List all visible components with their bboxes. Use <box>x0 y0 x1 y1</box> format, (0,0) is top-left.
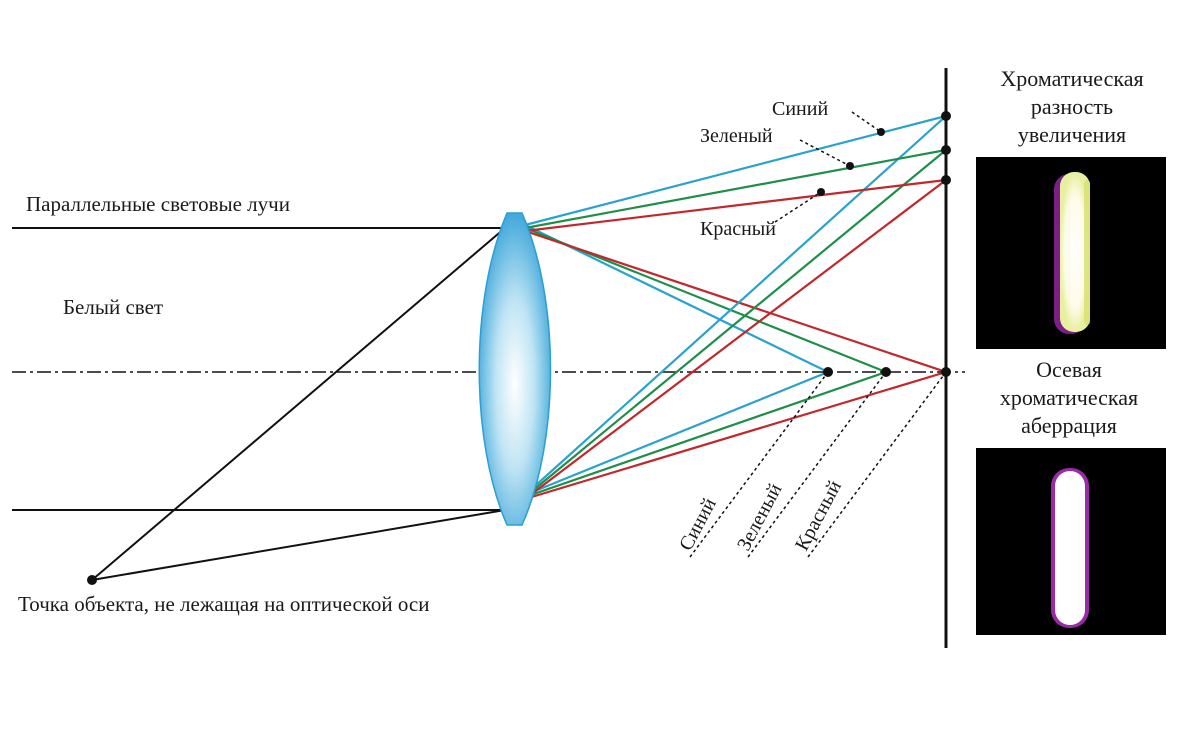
object-ray-top <box>91 227 506 581</box>
axial-chromatic-image <box>976 448 1166 635</box>
top-leaders <box>774 111 882 223</box>
label-parallel-rays: Параллельные световые лучи <box>26 192 290 216</box>
svg-text:увеличения: увеличения <box>1018 122 1126 147</box>
svg-text:хроматическая: хроматическая <box>1000 385 1138 410</box>
svg-text:Хроматическая: Хроматическая <box>1000 66 1143 91</box>
axial-leaders <box>689 371 947 558</box>
svg-text:Осевая: Осевая <box>1036 357 1102 382</box>
svg-text:аберрация: аберрация <box>1021 413 1117 438</box>
object-point <box>87 575 97 585</box>
image-point-blue <box>941 111 951 121</box>
label-object-point: Точка объекта, не лежащая на оптической … <box>18 592 429 616</box>
axial-rays <box>524 224 950 501</box>
off-axis-rays <box>524 114 947 500</box>
lens <box>478 212 552 526</box>
label-top-green: Зеленый <box>700 125 773 147</box>
label-top-red: Красный <box>700 218 776 240</box>
lateral-title: Хроматическая разность увеличения <box>1000 66 1143 147</box>
object-ray-bottom <box>91 509 506 581</box>
image-point-red <box>941 175 951 185</box>
image-point-green <box>941 145 951 155</box>
label-top-blue: Синий <box>772 98 828 120</box>
label-axis-blue: Синий <box>675 494 721 554</box>
axial-title: Осевая хроматическая аберрация <box>1000 357 1138 438</box>
label-white-light: Белый свет <box>63 295 163 319</box>
lateral-chromatic-image <box>976 157 1166 349</box>
svg-text:разность: разность <box>1031 94 1113 119</box>
